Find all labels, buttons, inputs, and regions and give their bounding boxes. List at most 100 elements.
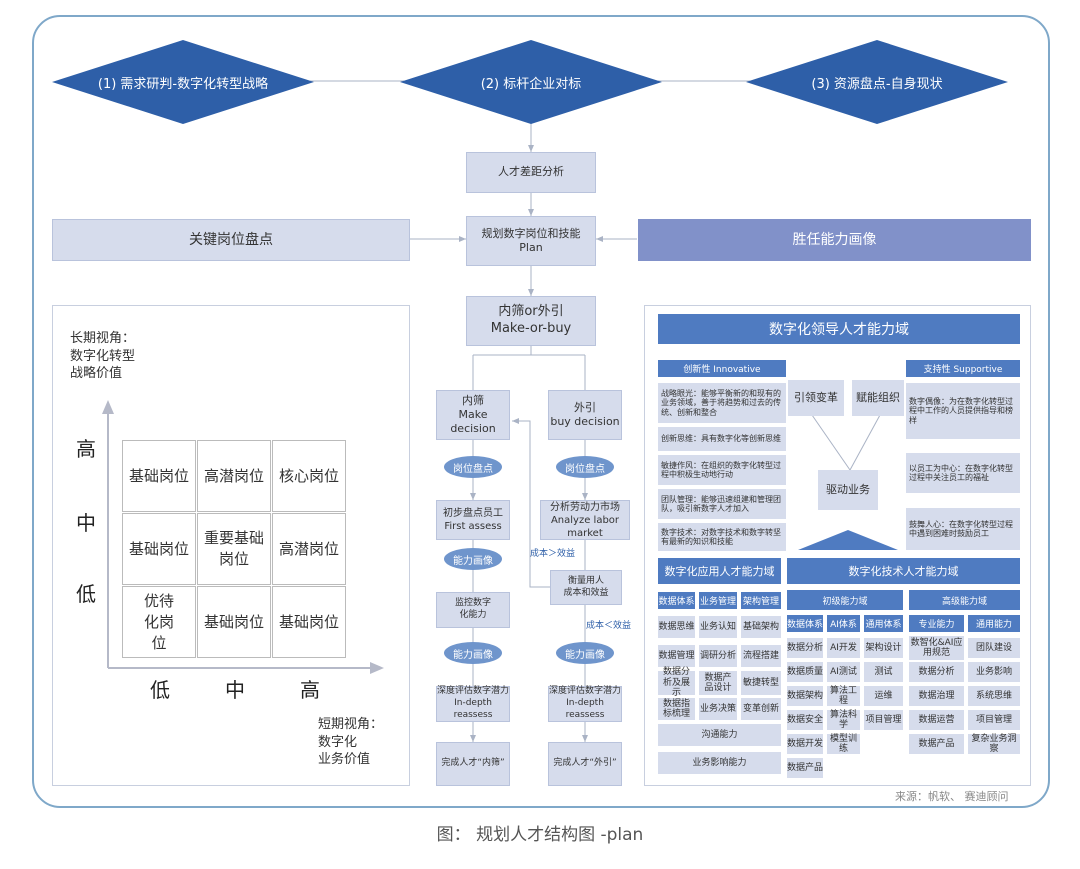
app-r3c2: 数据产品设计 bbox=[699, 671, 737, 695]
labor-market-box: 分析劳动力市场 Analyze labor market bbox=[540, 500, 630, 540]
buy-complete-box: 完成人才“外引” bbox=[548, 742, 622, 786]
innovative-header: 创新性 Innovative bbox=[658, 360, 786, 377]
matrix-axes bbox=[102, 400, 384, 674]
step-3-label: (3) 资源盘点-自身现状 bbox=[811, 76, 943, 92]
junior-r1c2: AI开发 bbox=[827, 638, 860, 658]
make-reassess-line1: 深度评估数字潜力 bbox=[437, 686, 510, 697]
make-or-buy-line2: Make-or-buy bbox=[490, 321, 572, 336]
matrix-cell-r3c2: 基础岗位 bbox=[197, 586, 271, 658]
senior-r1c1: 数智化&AI应用规范 bbox=[909, 636, 964, 660]
key-positions-bar: 关键岗位盘点 bbox=[52, 219, 410, 261]
junior-head-3: 通用体系 bbox=[864, 615, 903, 632]
weigh-line1: 衡量用人 bbox=[567, 575, 604, 586]
make-reassess-line2: In-depth reassess bbox=[453, 698, 493, 720]
labor-market-line1: 分析劳动力市场 bbox=[550, 501, 620, 513]
app-head-3: 架构管理 bbox=[741, 592, 781, 609]
junior-r1c1: 数据分析 bbox=[787, 638, 823, 658]
buy-pill-1: 岗位盘点 bbox=[556, 456, 614, 478]
app-wide-1: 沟通能力 bbox=[658, 724, 781, 746]
diamond-step-3 bbox=[746, 40, 1008, 124]
make-decision-box: 内筛 Make decision bbox=[436, 390, 510, 440]
junior-head-1: 数据体系 bbox=[787, 615, 823, 632]
junior-r3c1: 数据架构 bbox=[787, 686, 823, 706]
matrix-cell-r1c3: 核心岗位 bbox=[272, 440, 346, 512]
matrix-panel bbox=[52, 305, 410, 786]
competency-profile-bar: 胜任能力画像 bbox=[638, 219, 1031, 261]
make-pill-3: 能力画像 bbox=[444, 642, 502, 664]
senior-r3c2: 系统思维 bbox=[968, 686, 1020, 706]
y-level-high: 高 bbox=[76, 437, 96, 461]
app-head-1: 数据体系 bbox=[658, 592, 695, 609]
senior-r3c1: 数据治理 bbox=[909, 686, 964, 706]
junior-r5c2: 模型训练 bbox=[827, 734, 860, 754]
make-pill-2: 能力画像 bbox=[444, 548, 502, 570]
make-or-buy-box: 内筛or外引 Make-or-buy bbox=[466, 296, 596, 346]
senior-header: 高级能力域 bbox=[909, 590, 1020, 610]
junior-r2c2: AI测试 bbox=[827, 662, 860, 682]
app-r4c1: 数据指标梳理 bbox=[658, 698, 695, 720]
junior-r4c3: 项目管理 bbox=[864, 710, 903, 730]
junior-r2c3: 测试 bbox=[864, 662, 903, 682]
junior-head-2: AI体系 bbox=[827, 615, 860, 632]
cost-lt-label: 成本＜效益 bbox=[586, 621, 632, 631]
step-1-label: (1) 需求研判-数字化转型战略 bbox=[97, 76, 269, 92]
junior-r3c3: 运维 bbox=[864, 686, 903, 706]
app-r4c3: 变革创新 bbox=[741, 698, 781, 720]
supportive-item-2: 以员工为中心：在数字化转型过程中关注员工的福祉 bbox=[906, 453, 1020, 493]
make-or-buy-line1: 内筛or外引 bbox=[498, 304, 564, 320]
matrix-cell-r3c3: 基础岗位 bbox=[272, 586, 346, 658]
supportive-header: 支持性 Supportive bbox=[906, 360, 1020, 377]
buy-pill-2: 能力画像 bbox=[556, 642, 614, 664]
gap-analysis-box: 人才差距分析 bbox=[466, 152, 596, 193]
tech-title: 数字化技术人才能力域 bbox=[787, 558, 1020, 584]
make-decision-line1: 内筛 bbox=[462, 393, 484, 407]
x-level-high: 高 bbox=[300, 678, 320, 702]
junior-r5c1: 数据开发 bbox=[787, 734, 823, 754]
long-term-label: 长期视角： 数字化转型 战略价值 bbox=[70, 330, 135, 383]
app-r4c2: 业务决策 bbox=[699, 698, 737, 720]
weigh-line2: 成本和效益 bbox=[563, 587, 609, 598]
short-term-label: 短期视角： 数字化 业务价值 bbox=[318, 716, 383, 769]
innovative-item-1: 战略眼光：能够平衡新的和现有的业务领域，善于将趋势和过去的传统、创新和整合 bbox=[658, 383, 786, 423]
innovative-item-3: 敏捷作风：在组织的数字化转型过程中积极生动地行动 bbox=[658, 455, 786, 485]
junior-r3c2: 算法工程 bbox=[827, 686, 860, 706]
matrix-cell-r1c1: 基础岗位 bbox=[122, 440, 196, 512]
matrix-cell-r2c1: 基础岗位 bbox=[122, 513, 196, 585]
labor-market-line2: Analyze labor market bbox=[550, 514, 620, 539]
senior-head-2: 通用能力 bbox=[968, 615, 1020, 632]
app-r2c1: 数据管理 bbox=[658, 645, 695, 667]
plan-line2: Plan bbox=[519, 241, 543, 254]
app-wide-2: 业务影响能力 bbox=[658, 752, 781, 774]
monitor-line2: 化能力 bbox=[459, 610, 487, 620]
app-head-2: 业务管理 bbox=[699, 592, 737, 609]
junior-header: 初级能力域 bbox=[787, 590, 903, 610]
app-r3c1: 数据分析及展示 bbox=[658, 667, 695, 698]
monitor-line1: 监控数字 bbox=[454, 598, 491, 609]
junior-r2c1: 数据质量 bbox=[787, 662, 823, 682]
first-assess-line1: 初步盘点员工 bbox=[443, 508, 503, 519]
app-r2c3: 流程搭建 bbox=[741, 645, 781, 667]
diamond-step-1 bbox=[52, 40, 314, 124]
make-pill-1: 岗位盘点 bbox=[444, 456, 502, 478]
weigh-box: 衡量用人 成本和效益 bbox=[550, 570, 622, 605]
junior-r1c3: 架构设计 bbox=[864, 638, 903, 658]
app-r1c3: 基础架构 bbox=[741, 616, 781, 638]
app-r1c1: 数据思维 bbox=[658, 616, 695, 638]
junior-r6c1: 数据产品 bbox=[787, 758, 823, 778]
supportive-item-1: 数字偶像：为在数字化转型过程中工作的人员提供指导和榜样 bbox=[906, 383, 1020, 439]
short-term-line3: 业务价值 bbox=[318, 752, 371, 768]
long-term-line2: 数字化转型 bbox=[70, 348, 136, 364]
matrix-cell-r2c3: 高潜岗位 bbox=[272, 513, 346, 585]
first-assess-box: 初步盘点员工 First assess bbox=[436, 500, 510, 540]
triangle-shape bbox=[798, 530, 898, 550]
empower-org-box: 赋能组织 bbox=[852, 380, 904, 416]
app-r3c3: 敏捷转型 bbox=[741, 671, 781, 695]
make-reassess-box: 深度评估数字潜力 In-depth reassess bbox=[436, 686, 510, 722]
buy-reassess-line2: In-depth reassess bbox=[565, 698, 605, 720]
monitor-box: 监控数字 化能力 bbox=[436, 592, 510, 628]
app-title: 数字化应用人才能力域 bbox=[658, 558, 781, 584]
buy-reassess-line1: 深度评估数字潜力 bbox=[549, 686, 622, 697]
buy-decision-line1: 外引 bbox=[574, 400, 596, 414]
senior-r4c2: 项目管理 bbox=[968, 710, 1020, 730]
junior-r4c1: 数据安全 bbox=[787, 710, 823, 730]
